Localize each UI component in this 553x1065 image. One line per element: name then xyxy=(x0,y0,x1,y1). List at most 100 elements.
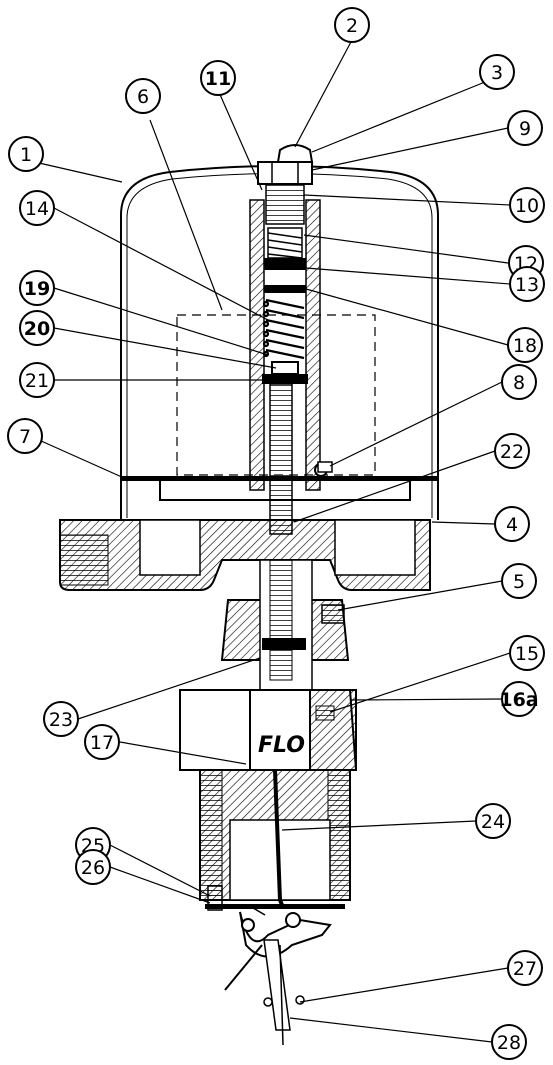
callout-label: 17 xyxy=(90,732,114,754)
callout-circle xyxy=(75,849,111,885)
callout-label: 6 xyxy=(137,86,149,108)
callout-circle xyxy=(494,506,530,542)
callout-2: 2 xyxy=(334,7,370,43)
paddle-stem xyxy=(273,769,284,906)
hex-nut xyxy=(257,161,313,185)
switch-body-casting xyxy=(59,519,431,591)
callout-11: 11 xyxy=(200,60,236,96)
callout-circle xyxy=(507,110,543,146)
callout-circle xyxy=(494,433,530,469)
callout-label: 13 xyxy=(515,274,539,296)
callout-circle xyxy=(19,190,55,226)
callout-19: 19 xyxy=(19,270,55,306)
callout-7: 7 xyxy=(7,418,43,454)
callout-3: 3 xyxy=(479,54,515,90)
lock-nut-lower xyxy=(262,374,308,384)
callout-label: 20 xyxy=(24,318,50,340)
paddle-blade xyxy=(263,939,305,1046)
lock-nut-23 xyxy=(262,638,306,650)
callout-label: 4 xyxy=(506,514,518,536)
callout-label: 7 xyxy=(19,426,31,448)
main-spring xyxy=(262,298,305,360)
callout-circle xyxy=(501,681,537,717)
callout-circle xyxy=(507,327,543,363)
screw-8 xyxy=(317,461,333,473)
callout-circle xyxy=(509,187,545,223)
callout-circle xyxy=(19,362,55,398)
callout-5: 5 xyxy=(501,563,537,599)
callout-group: 1 2 3 4 5 6 7 8 9 10 11 12 13 14 15 16a … xyxy=(7,7,545,1060)
callout-13: 13 xyxy=(509,266,545,302)
center-tube-left-wall xyxy=(249,199,265,491)
body-marking: FLO xyxy=(258,733,305,758)
callout-label: 19 xyxy=(24,278,50,300)
screw-25 xyxy=(207,885,223,911)
callout-circle xyxy=(200,60,236,96)
callout-circle xyxy=(125,78,161,114)
callout-9: 9 xyxy=(507,110,543,146)
callout-circle xyxy=(491,1024,527,1060)
callout-circle xyxy=(501,364,537,400)
callout-label: 22 xyxy=(500,441,524,463)
callout-circle xyxy=(509,266,545,302)
callout-label: 15 xyxy=(515,643,539,665)
callout-24: 24 xyxy=(475,803,511,839)
callout-label: 23 xyxy=(49,709,73,731)
adjusting-fitting xyxy=(265,183,305,225)
callout-17: 17 xyxy=(84,724,120,760)
callout-14: 14 xyxy=(19,190,55,226)
callout-circle xyxy=(509,635,545,671)
callout-label: 8 xyxy=(513,372,525,394)
hex-body: FLO xyxy=(179,689,358,771)
callout-10: 10 xyxy=(509,187,545,223)
callout-23: 23 xyxy=(43,701,79,737)
upper-spring xyxy=(264,227,306,270)
callout-22: 22 xyxy=(494,433,530,469)
callout-26: 26 xyxy=(75,849,111,885)
callout-circle xyxy=(84,724,120,760)
callout-27: 27 xyxy=(507,950,543,986)
callout-label: 1 xyxy=(20,144,32,166)
callout-label: 2 xyxy=(346,15,358,37)
callout-label: 28 xyxy=(497,1032,521,1054)
pipe-thread xyxy=(199,769,351,901)
leader-lines xyxy=(25,39,511,1043)
callout-label: 24 xyxy=(481,811,505,833)
callout-label: 18 xyxy=(513,335,537,357)
callout-8: 8 xyxy=(501,364,537,400)
callout-6: 6 xyxy=(125,78,161,114)
callout-circle xyxy=(507,950,543,986)
set-screw-5 xyxy=(321,604,345,624)
threaded-rod-lower xyxy=(269,559,293,681)
callout-label: 11 xyxy=(205,68,231,90)
callout-circle xyxy=(19,270,55,306)
callout-label: 9 xyxy=(519,118,531,140)
callout-18: 18 xyxy=(507,327,543,363)
callout-21: 21 xyxy=(19,362,55,398)
bottom-plate xyxy=(205,904,345,909)
callout-circle xyxy=(19,310,55,346)
callout-4: 4 xyxy=(494,506,530,542)
cap-nut xyxy=(276,144,314,163)
callout-circle xyxy=(475,803,511,839)
callout-circle xyxy=(8,136,44,172)
threaded-rod xyxy=(269,383,293,535)
callout-label: 5 xyxy=(513,571,525,593)
callout-label: 26 xyxy=(81,857,105,879)
callout-circle xyxy=(43,701,79,737)
callout-circle xyxy=(7,418,43,454)
callout-16a: 16a xyxy=(499,681,539,717)
callout-label: 16a xyxy=(499,689,538,711)
callout-label: 21 xyxy=(25,370,49,392)
callout-circle xyxy=(479,54,515,90)
callout-circle xyxy=(501,563,537,599)
callout-label: 14 xyxy=(25,198,49,220)
callout-circle xyxy=(334,7,370,43)
callout-label: 3 xyxy=(491,62,503,84)
spring-seat xyxy=(264,285,306,293)
callout-20: 20 xyxy=(19,310,55,346)
center-tube-right-wall xyxy=(305,199,321,491)
callout-1: 1 xyxy=(8,136,44,172)
